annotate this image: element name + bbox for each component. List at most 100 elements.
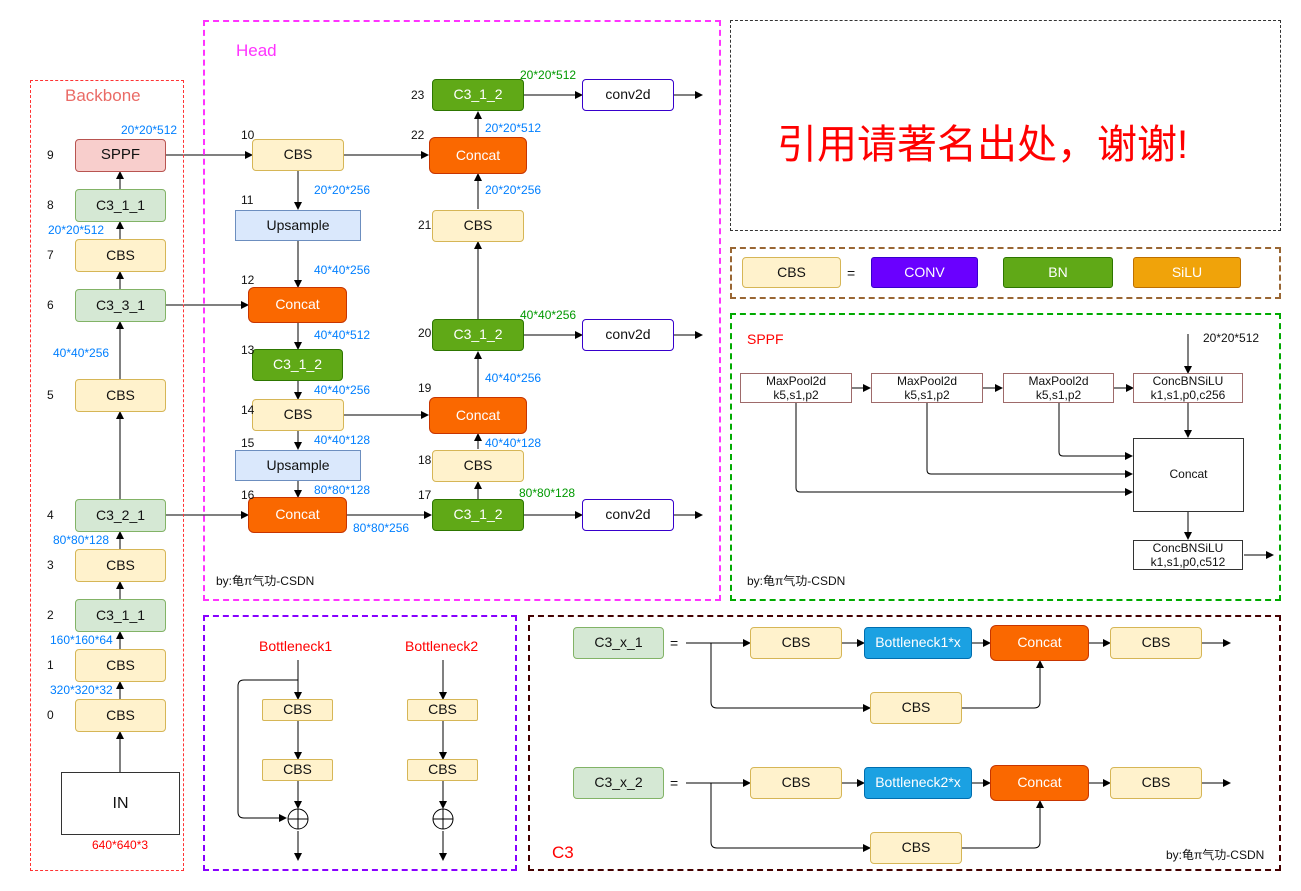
head-dim-12: 40*40*512 [314,328,371,342]
sppf-cbs-out-label: ConcBNSiLU [1152,541,1224,555]
head-dim-17: 80*80*128 [519,486,576,500]
notice-text: 引用请著名出处，谢谢! [777,123,1189,167]
sppf-maxpool-1-label: MaxPool2d [765,374,827,388]
head-dim-10: 20*20*256 [314,183,371,197]
head-node-20: C3_1_2 [432,319,524,351]
head-dim-14: 40*40*128 [314,433,371,447]
backbone-dim-4: 20*20*512 [48,223,105,237]
head-idx-13: 13 [241,343,255,357]
c3-row1-name: C3_x_1 [573,627,664,659]
head-node-13: C3_1_2 [252,349,343,381]
head-dim-15: 80*80*128 [314,483,371,497]
head-node-16: Concat [248,497,347,533]
head-idx-14: 14 [241,403,255,417]
sppf-cbs-in-label: ConcBNSiLU [1152,374,1224,388]
backbone-idx-1: 1 [47,658,54,672]
head-dim-21: 20*20*256 [485,183,542,197]
sppf-maxpool-1: MaxPool2d k5,s1,p2 [740,373,852,403]
backbone-layer-0: CBS [75,699,166,732]
backbone-dim-2: 80*80*128 [53,533,110,547]
c3-row1-concat: Concat [990,625,1089,661]
c3-row2-equals: = [670,775,679,791]
backbone-layer-4: C3_2_1 [75,499,166,532]
backbone-idx-9: 9 [47,148,54,162]
c3-row2-cbs-out: CBS [1110,767,1202,799]
output-conv2d-3: conv2d [582,499,674,531]
head-node-18: CBS [432,450,524,482]
backbone-title: Backbone [65,86,141,105]
head-node-19: Concat [429,397,527,434]
c3-title: C3 [552,843,574,862]
legend-conv: CONV [871,257,978,288]
legend-equals: = [847,265,856,281]
backbone-layer-3: CBS [75,549,166,582]
backbone-frame [30,80,184,871]
head-node-14: CBS [252,399,344,431]
sppf-maxpool-1-params: k5,s1,p2 [773,388,819,402]
head-dim-19: 40*40*256 [485,371,542,385]
sppf-cbs-in: ConcBNSiLU k1,s1,p0,c256 [1133,373,1243,403]
backbone-idx-7: 7 [47,248,54,262]
sppf-maxpool-3-label: MaxPool2d [1028,374,1089,388]
backbone-dim-1: 160*160*64 [50,633,113,647]
bottleneck1-title: Bottleneck1 [259,638,333,654]
head-idx-22: 22 [411,128,425,142]
backbone-layer-7: CBS [75,239,166,272]
sppf-cbs-in-params: k1,s1,p0,c256 [1150,388,1226,402]
c3-row1-cbs-1: CBS [750,627,842,659]
legend-bn: BN [1003,257,1113,288]
backbone-idx-0: 0 [47,708,54,722]
input-box: IN [61,772,180,835]
bottleneck-frame [203,615,517,871]
backbone-idx-2: 2 [47,608,54,622]
backbone-dim-0: 320*320*32 [50,683,113,697]
head-idx-12: 12 [241,273,255,287]
head-credit: by:龟π气功-CSDN [216,574,315,588]
backbone-idx-3: 3 [47,558,54,572]
c3-row1-equals: = [670,635,679,651]
head-idx-19: 19 [418,381,432,395]
head-node-21: CBS [432,210,524,242]
output-conv2d-1: conv2d [582,79,674,111]
head-node-17: C3_1_2 [432,499,524,531]
head-idx-23: 23 [411,88,425,102]
bottleneck2-title: Bottleneck2 [405,638,479,654]
sppf-frame [730,313,1281,601]
head-idx-11: 11 [241,193,254,207]
bottleneck2-cbs-2: CBS [407,759,478,781]
head-dim-20: 40*40*256 [520,308,577,322]
c3-row2-concat: Concat [990,765,1089,801]
head-dim-13: 40*40*256 [314,383,371,397]
output-conv2d-2: conv2d [582,319,674,351]
head-dim-23: 20*20*512 [520,68,577,82]
head-dim-18: 40*40*128 [485,436,542,450]
head-idx-18: 18 [418,453,432,467]
head-dim-16: 80*80*256 [353,521,410,535]
sppf-input-dim: 20*20*512 [1203,331,1260,345]
backbone-layer-9: SPPF [75,139,166,172]
head-idx-17: 17 [418,488,432,502]
c3-row1-bottleneck: Bottleneck1*x [864,627,972,659]
legend-cbs: CBS [742,257,841,288]
bottleneck1-cbs-1: CBS [262,699,333,721]
bottleneck2-cbs-1: CBS [407,699,478,721]
head-dim-22: 20*20*512 [485,121,542,135]
head-node-15: Upsample [235,450,361,481]
backbone-layer-1: CBS [75,649,166,682]
c3-row2-bottleneck: Bottleneck2*x [864,767,972,799]
sppf-credit: by:龟π气功-CSDN [747,574,846,588]
backbone-layer-5: CBS [75,379,166,412]
head-node-11: Upsample [235,210,361,241]
head-node-23: C3_1_2 [432,79,524,111]
head-node-10: CBS [252,139,344,171]
c3-row2-cbs-skip: CBS [870,832,962,864]
sppf-maxpool-2: MaxPool2d k5,s1,p2 [871,373,983,403]
head-node-12: Concat [248,287,347,323]
c3-row2-name: C3_x_2 [573,767,664,799]
bottleneck1-cbs-2: CBS [262,759,333,781]
backbone-dim-3: 40*40*256 [53,346,110,360]
backbone-idx-8: 8 [47,198,54,212]
head-frame [203,20,721,601]
head-idx-15: 15 [241,436,255,450]
